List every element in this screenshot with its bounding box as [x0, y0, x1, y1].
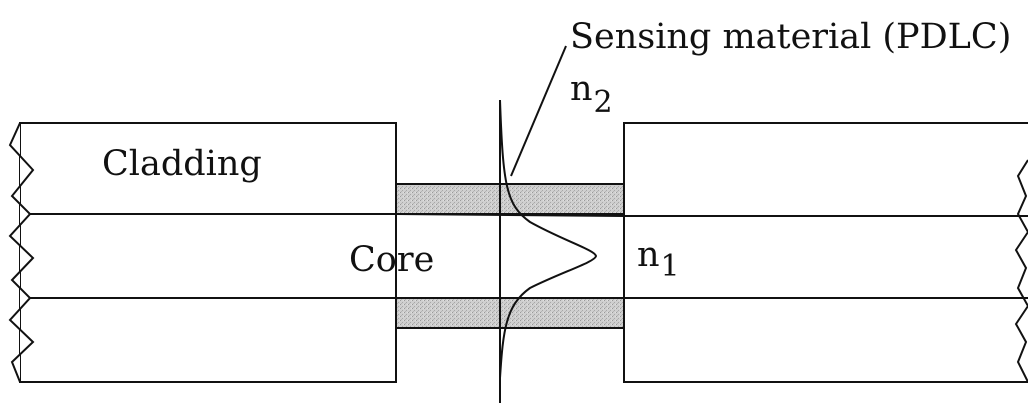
- right-lower-cladding: [623, 297, 1028, 383]
- left-break-line: [8, 122, 35, 383]
- mode-field-profile: [499, 99, 598, 379]
- n1-label: n1: [637, 235, 680, 284]
- right-break-line: [1014, 159, 1028, 383]
- n2-label: n2: [570, 69, 613, 120]
- right-core: [623, 215, 1028, 299]
- right-upper-cladding: [623, 122, 1028, 217]
- left-lower-cladding: [19, 297, 397, 383]
- sensing-material-label: Sensing material (PDLC): [570, 17, 1011, 57]
- sensing-material-leader: [510, 45, 567, 177]
- left-core: [19, 213, 397, 299]
- cladding-label: Cladding: [102, 144, 262, 184]
- core-label: Core: [349, 240, 434, 280]
